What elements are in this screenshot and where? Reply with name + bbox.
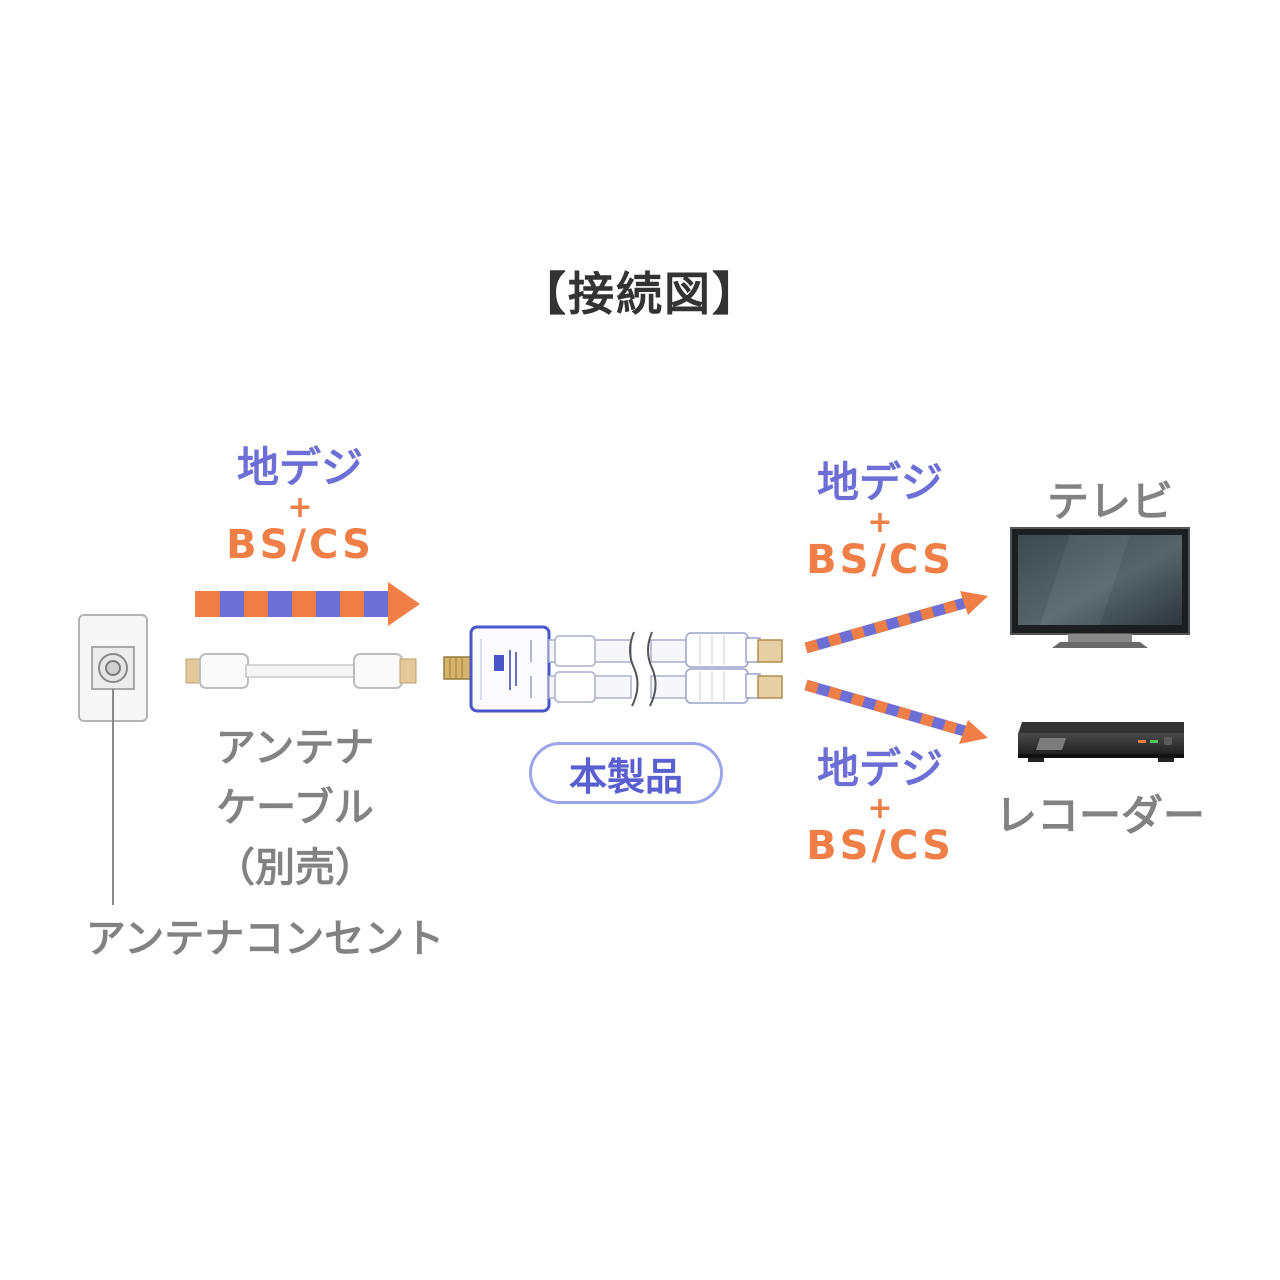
tv-label: テレビ [1046,477,1173,526]
product-badge: 本製品 [529,742,723,804]
antenna-outlet-icon [78,614,148,905]
tv-signal-arrow [804,591,988,654]
tv-signal-label: 地デジ + BS/CS [760,458,1000,583]
cable-label-line1: アンテナ [215,725,375,771]
satellite-label: BS/CS [806,823,954,869]
input-signal-arrow [195,582,420,626]
recorder-signal-arrow [804,679,988,744]
cable-label-line2: ケーブル [216,785,374,831]
plus-sign: + [287,490,313,525]
plus-sign: + [867,505,893,540]
satellite-label: BS/CS [226,522,374,568]
splitter-product-icon [443,625,783,713]
recorder-label: レコーダー [994,791,1205,840]
cable-label: アンテナ ケーブル （別売） [170,718,420,898]
satellite-label: BS/CS [806,537,954,583]
plus-sign: + [867,791,893,826]
recorder-icon [1018,722,1184,762]
diagram-title: 【接続図】 [520,267,760,321]
digital-label: 地デジ [816,744,943,793]
antenna-cable-icon [185,653,417,689]
outlet-label: アンテナコンセント [85,916,445,962]
cable-label-line3: （別売） [215,845,375,891]
digital-label: 地デジ [236,443,363,492]
tv-icon [1010,527,1190,648]
recorder-signal-label: 地デジ + BS/CS [760,744,1000,869]
input-signal-label: 地デジ + BS/CS [180,443,420,568]
digital-label: 地デジ [816,458,943,507]
